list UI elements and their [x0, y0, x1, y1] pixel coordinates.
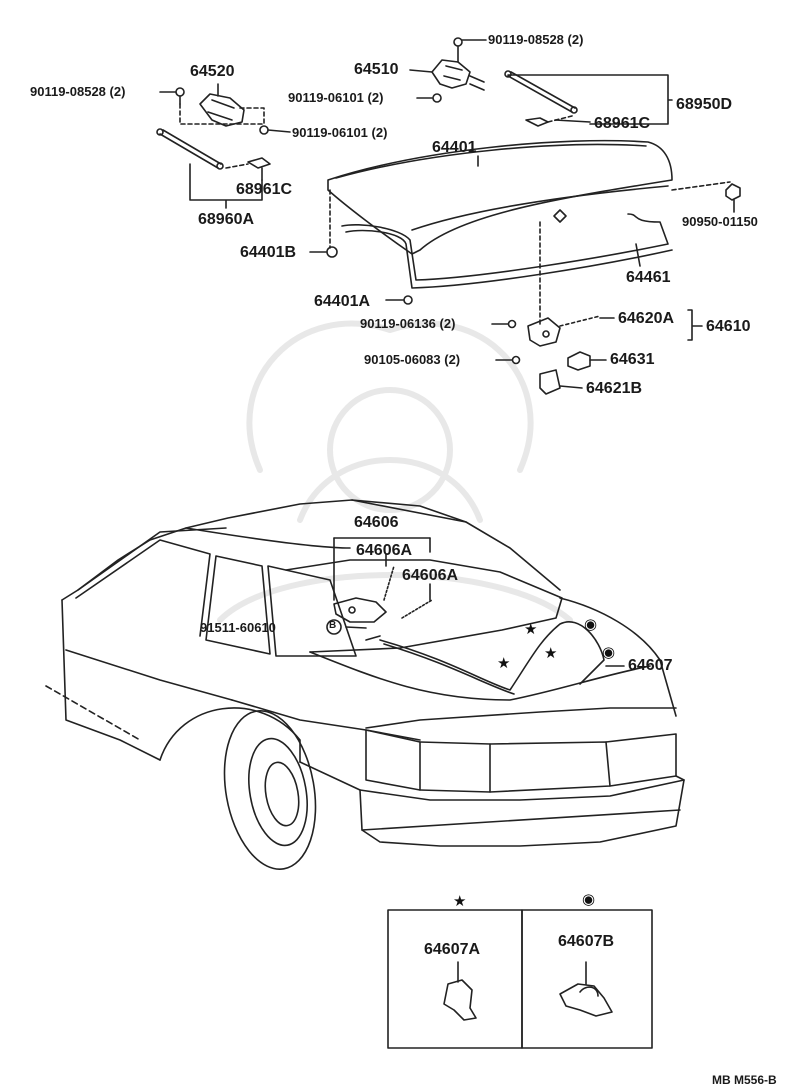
dash-lid-right: [671, 181, 731, 191]
label-64401A: 64401A: [314, 293, 371, 310]
torsion-rod-right: [504, 70, 578, 127]
hinge-64520: [175, 87, 269, 135]
callout-B-letter: B: [329, 620, 337, 631]
label-64607A: 64607A: [424, 941, 481, 958]
label-90105-06083: 90105-06083 (2): [364, 352, 461, 367]
label-64401: 64401: [432, 139, 477, 156]
label-64510: 64510: [354, 61, 399, 78]
label-64461: 64461: [626, 269, 671, 286]
bolt-90105: [511, 355, 521, 365]
label-90950-01150: 90950-01150: [682, 214, 758, 229]
leader-64510: [409, 69, 433, 73]
star-icon: ★: [453, 893, 467, 910]
label-64620A: 64620A: [618, 310, 675, 327]
label-64610: 64610: [706, 318, 751, 335]
striker-64621B: [539, 369, 561, 395]
label-64401B: 64401B: [240, 244, 297, 261]
hinge-64510: [431, 37, 485, 103]
leader-91511: [345, 626, 367, 629]
bracket-68950D: [507, 74, 673, 125]
label-90119-06136: 90119-06136 (2): [360, 316, 456, 331]
label-68960A: 68960A: [198, 211, 255, 228]
clip-64607A: [443, 961, 477, 1021]
label-90119-08528-left: 90119-08528 (2): [30, 84, 126, 99]
detail-box-circle: [521, 909, 653, 1049]
cushion-64401A: [403, 295, 413, 305]
label-68950D: 68950D: [676, 96, 733, 113]
watermark: [217, 320, 573, 623]
label-90119-06101-left: 90119-06101 (2): [292, 125, 388, 140]
detail-box-star: [387, 909, 523, 1049]
bracket-68960A: [189, 163, 263, 209]
lock-cable: [333, 565, 605, 695]
lock-64620A: [491, 315, 601, 347]
label-64520: 64520: [190, 63, 235, 80]
label-64621B: 64621B: [586, 380, 643, 397]
dash-hinge-left: [179, 103, 265, 125]
label-68961C-top: 68961C: [594, 115, 651, 132]
label-64607: 64607: [628, 657, 673, 674]
label-64631: 64631: [610, 351, 655, 368]
bracket-64610: [687, 309, 703, 341]
bracket-64606: [333, 537, 431, 601]
leader-64461: [635, 243, 641, 267]
label-64606A-2: 64606A: [402, 567, 459, 584]
torsion-rod-left: [156, 128, 271, 170]
car-body: [45, 499, 685, 870]
callout-B-circle: [326, 619, 342, 635]
star-icon: ★: [544, 645, 558, 662]
trunk-lid: [327, 139, 673, 255]
clip-64607B: [559, 961, 613, 1017]
label-91511-60610: 91511-60610: [200, 620, 276, 635]
star-icon: ★: [524, 621, 538, 638]
retainer-90950: [725, 183, 741, 201]
filled-circle-icon: ◉: [584, 616, 598, 633]
label-64607B: 64607B: [558, 933, 615, 950]
cushion-64401B: [326, 246, 338, 258]
label-68961C-left: 68961C: [236, 181, 293, 198]
star-icon: ★: [497, 655, 511, 672]
weatherstrip: [341, 213, 673, 289]
leader-68961C-top: [554, 119, 591, 123]
cushion-64631: [567, 351, 591, 371]
label-64606A-1: 64606A: [356, 542, 413, 559]
label-90119-08528-top: 90119-08528 (2): [488, 32, 584, 47]
label-90119-06101-mid: 90119-06101 (2): [288, 90, 384, 105]
label-64606: 64606: [354, 514, 399, 531]
filled-circle-icon: ◉: [602, 644, 616, 661]
diagram-id: MB M556-B: [712, 1073, 777, 1087]
leader-06101-left: [267, 129, 291, 133]
filled-circle-icon: ◉: [582, 891, 596, 908]
